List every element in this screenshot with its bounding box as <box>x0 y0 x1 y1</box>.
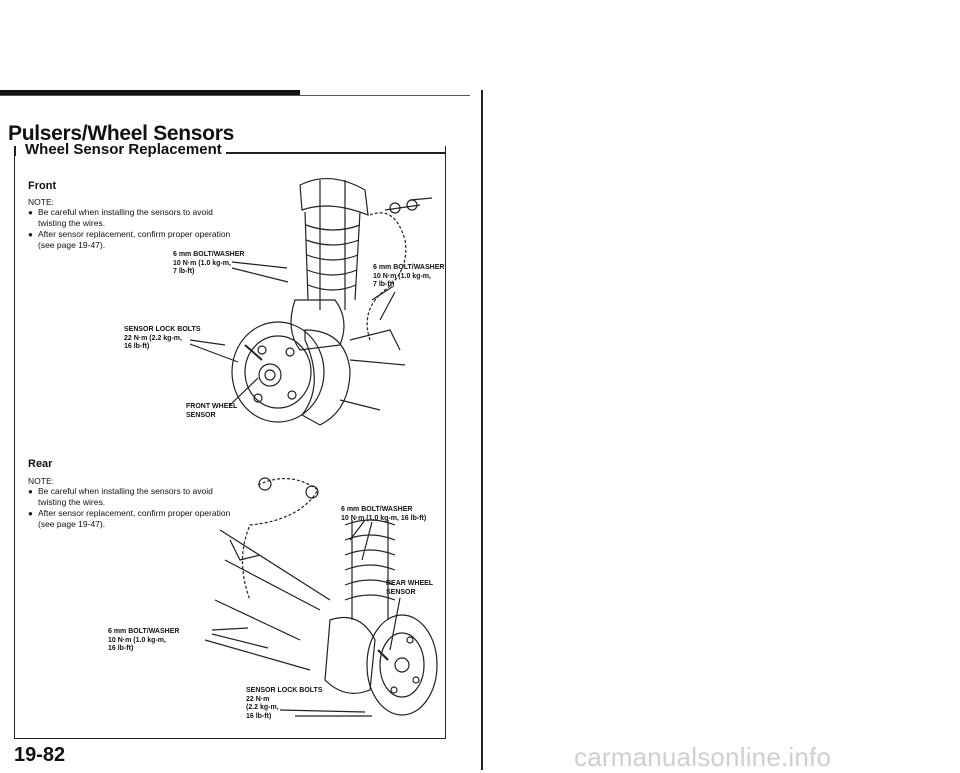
binding-edge-rule <box>481 90 483 770</box>
subsection-title: Wheel Sensor Replacement <box>21 141 226 158</box>
front-heading: Front <box>28 180 57 192</box>
front-callout-sensor-lock-bolts: SENSOR LOCK BOLTS 22 N·m (2.2 kg-m, 16 l… <box>124 326 201 350</box>
frame-left-tick <box>14 146 16 156</box>
watermark: carmanualsonline.info <box>574 742 832 772</box>
rear-suspension-illustration <box>204 477 438 717</box>
rear-note: NOTE: Be careful when installing the sen… <box>28 476 233 530</box>
rear-callout-bolt-washer-left: 6 mm BOLT/WASHER 10 N·m (1.0 kg-m, 16 lb… <box>108 628 180 652</box>
rear-callout-rear-wheel-sensor: REAR WHEEL SENSOR <box>386 580 434 596</box>
rear-callout-sensor-lock-bolts: SENSOR LOCK BOLTS 22 N·m (2.2 kg-m, 16 l… <box>246 687 323 720</box>
front-suspension-illustration <box>189 177 433 426</box>
rear-note-label: NOTE: <box>28 476 54 486</box>
rear-callout-bolt-washer-top: 6 mm BOLT/WASHER 10 N·m (1.0 kg-m, 16 lb… <box>341 506 427 522</box>
front-callout-bolt-washer-left: 6 mm BOLT/WASHER 10 N·m (1.0 kg-m, 7 lb-… <box>173 251 245 275</box>
rear-note-item: Be careful when installing the sensors t… <box>28 486 233 508</box>
header-rule-thick <box>0 90 300 95</box>
header-rule-thin <box>0 95 470 96</box>
section-title: Pulsers/Wheel Sensors <box>8 122 234 145</box>
front-note-item: Be careful when installing the sensors t… <box>28 207 233 229</box>
front-note-label: NOTE: <box>28 197 54 207</box>
content-frame <box>14 146 446 739</box>
front-note-item: After sensor replacement, confirm proper… <box>28 229 233 251</box>
frame-top-rule <box>190 152 446 154</box>
rear-heading: Rear <box>28 458 53 470</box>
front-callout-bolt-washer-right: 6 mm BOLT/WASHER 10 N·m (1.0 kg-m, 7 lb-… <box>373 264 445 288</box>
page-number: 19-82 <box>14 744 66 766</box>
front-note: NOTE: Be careful when installing the sen… <box>28 197 233 251</box>
rear-note-item: After sensor replacement, confirm proper… <box>28 508 233 530</box>
front-callout-front-wheel-sensor: FRONT WHEEL SENSOR <box>186 403 238 419</box>
